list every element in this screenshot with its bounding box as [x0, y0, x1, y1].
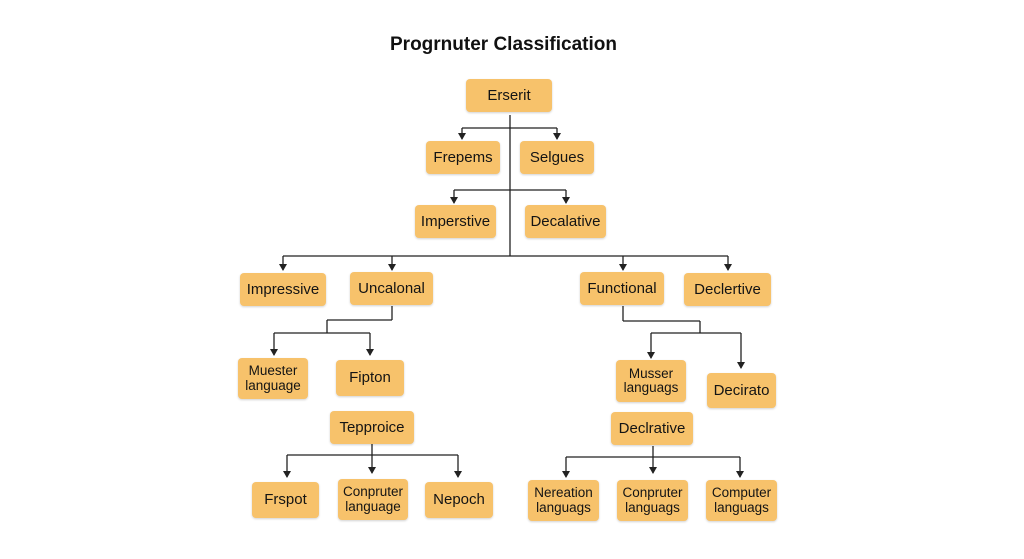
node-erserit: Erserit — [466, 79, 552, 112]
node-imperstive: Imperstive — [415, 205, 496, 238]
node-selgues: Selgues — [520, 141, 594, 174]
node-declrative: Declrative — [611, 412, 693, 445]
node-uncalonal: Uncalonal — [350, 272, 433, 305]
node-fipton: Fipton — [336, 360, 404, 396]
node-tepproice: Tepproice — [330, 411, 414, 444]
node-nereation-languags: Nereation languags — [528, 480, 599, 521]
node-musser-languags: Musser languags — [616, 360, 686, 402]
node-decalative: Decalative — [525, 205, 606, 238]
node-functional: Functional — [580, 272, 664, 305]
node-decirato: Decirato — [707, 373, 776, 408]
node-impressive: Impressive — [240, 273, 326, 306]
node-frepems: Frepems — [426, 141, 500, 174]
node-computer-languags: Computer languags — [706, 480, 777, 521]
node-declertive: Declertive — [684, 273, 771, 306]
node-conpruter-language: Conpruter language — [338, 479, 408, 520]
node-muester-language: Muester language — [238, 358, 308, 399]
diagram-title: Progrnuter Classification — [390, 34, 617, 55]
node-nepoch: Nepoch — [425, 482, 493, 518]
node-frspot: Frspot — [252, 482, 319, 518]
node-conpruter-languags: Conpruter languags — [617, 480, 688, 521]
